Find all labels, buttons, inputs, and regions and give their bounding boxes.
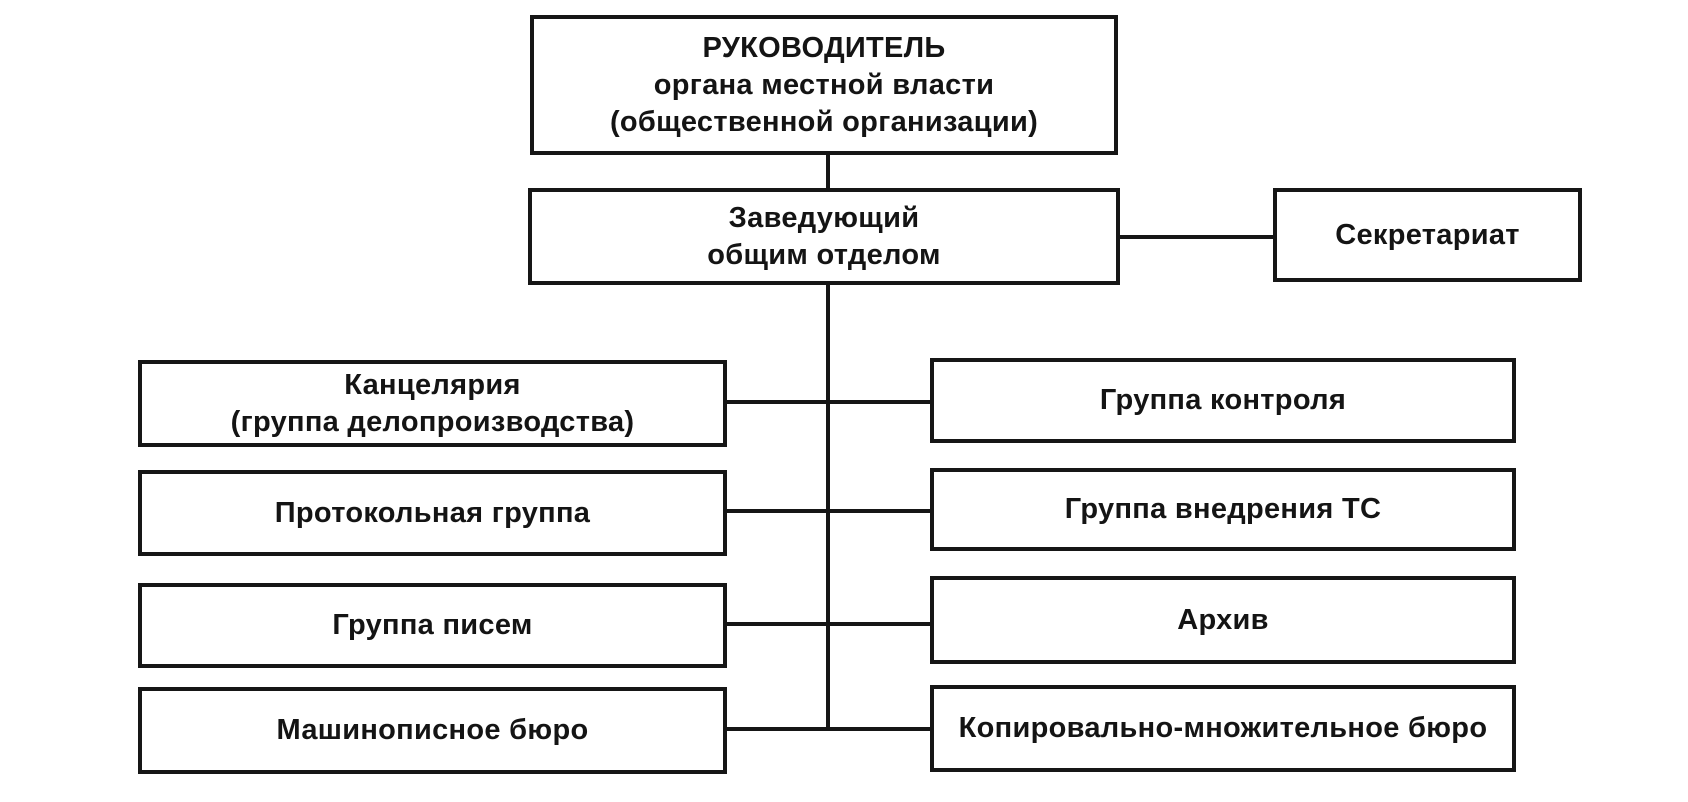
node-archive: Архив	[930, 576, 1516, 664]
node-leader: РУКОВОДИТЕЛЬ органа местной власти (обще…	[530, 15, 1118, 155]
node-copying-bureau: Копировально-множительное бюро	[930, 685, 1516, 772]
node-control-group-label: Группа контроля	[1099, 384, 1347, 416]
node-letters-group: Группа писем	[138, 583, 727, 668]
node-copying-bureau-label: Копировально-множительное бюро	[958, 712, 1488, 744]
node-archive-label: Архив	[1177, 603, 1269, 636]
connector-row-3	[727, 622, 930, 626]
connector-head-secretariat	[1120, 235, 1273, 239]
node-chancellery: Канцелярия (группа делопроизводства)	[138, 360, 727, 447]
node-control-group: Группа контроля	[930, 358, 1516, 443]
node-protocol-group: Протокольная группа	[138, 470, 727, 556]
node-department-head-line-2: общим отделом	[707, 238, 941, 271]
node-ts-implementation-group-label: Группа внедрения ТС	[1064, 493, 1382, 525]
node-leader-line-3: (общественной организации)	[609, 105, 1039, 138]
node-department-head: Заведующий общим отделом	[528, 188, 1120, 285]
node-letters-group-label: Группа писем	[332, 609, 533, 641]
node-leader-line-2: органа местной власти	[653, 68, 995, 101]
node-chancellery-line-1: Канцелярия	[344, 368, 521, 401]
connector-row-4	[727, 727, 930, 731]
node-protocol-group-label: Протокольная группа	[274, 496, 591, 529]
node-leader-line-1: РУКОВОДИТЕЛЬ	[702, 31, 946, 64]
node-chancellery-line-2: (группа делопроизводства)	[230, 405, 635, 438]
node-department-head-line-1: Заведующий	[728, 201, 920, 234]
connector-row-1	[727, 400, 930, 404]
connector-leader-head	[826, 155, 830, 188]
node-typing-bureau: Машинописное бюро	[138, 687, 727, 774]
node-secretariat-label: Секретариат	[1335, 218, 1520, 251]
node-typing-bureau-label: Машинописное бюро	[276, 714, 589, 746]
node-ts-implementation-group: Группа внедрения ТС	[930, 468, 1516, 551]
connector-row-2	[727, 509, 930, 513]
connector-trunk	[826, 285, 830, 731]
node-secretariat: Секретариат	[1273, 188, 1582, 282]
